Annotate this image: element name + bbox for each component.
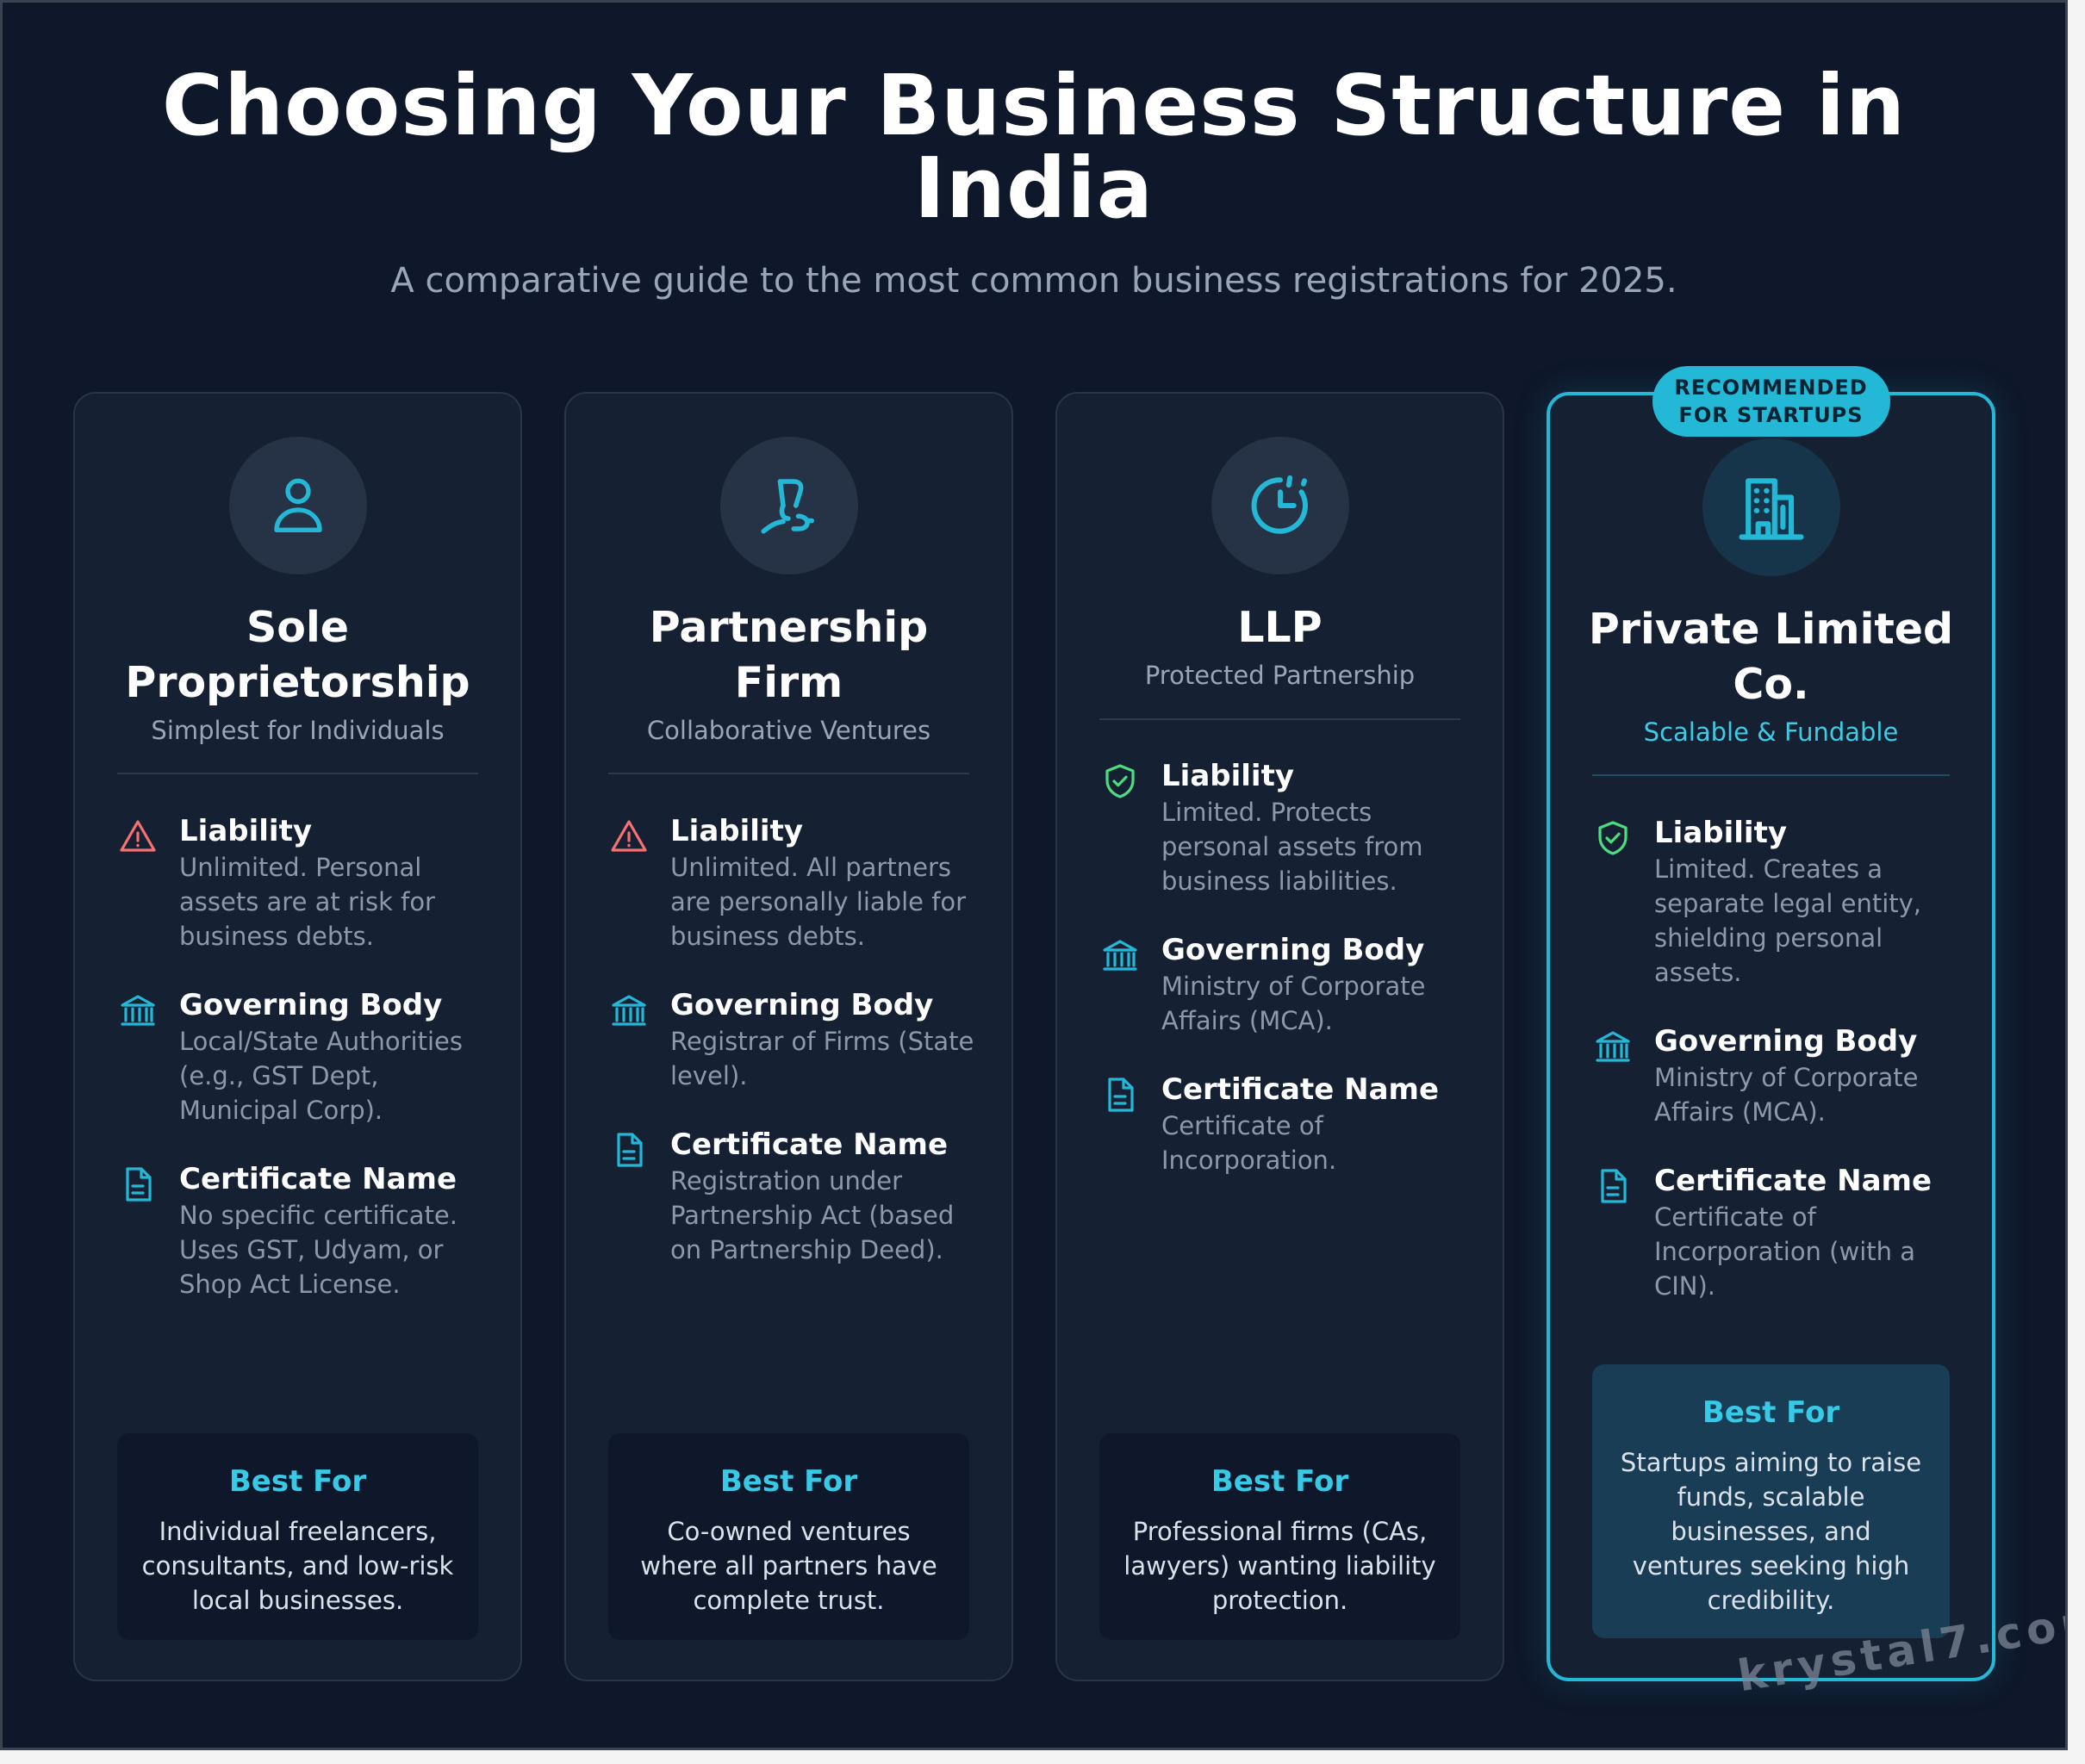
divider: [608, 773, 969, 774]
feature-certificate: Certificate Name Certificate of Incorpor…: [1592, 1162, 1957, 1303]
card-llp: LLP Protected Partnership Liability Limi…: [1055, 392, 1504, 1681]
warning-triangle-icon: [120, 820, 156, 852]
card-tagline: Collaborative Ventures: [646, 716, 931, 745]
feature-governing-body: Governing Body Registrar of Firms (State…: [608, 986, 977, 1093]
best-for-box: Best For Co-owned ventures where all par…: [608, 1433, 969, 1640]
person-icon: [273, 478, 322, 532]
document-icon: [1601, 1169, 1627, 1203]
divider: [117, 773, 478, 774]
bank-icon: [121, 995, 155, 1026]
feature-liability: Liability Limited. Creates a separate le…: [1592, 814, 1957, 990]
shield-check-icon: [1598, 821, 1628, 855]
shield-check-icon: [1105, 764, 1135, 798]
handshake-icon: [760, 479, 814, 534]
card-title: Private Limited Co.: [1588, 605, 1954, 709]
card-private-limited: RECOMMENDED FOR STARTUPS Private Limited…: [1547, 366, 1995, 1681]
bank-icon: [1596, 1031, 1630, 1062]
card-partnership-firm: Partnership Firm Collaborative Ventures …: [564, 392, 1013, 1681]
card-tagline: Simplest for Individuals: [151, 716, 445, 745]
bank-icon: [612, 995, 646, 1026]
feature-certificate: Certificate Name Certificate of Incorpor…: [1099, 1071, 1468, 1177]
feature-certificate: Certificate Name Registration under Part…: [608, 1126, 977, 1267]
page-subtitle: A comparative guide to the most common b…: [390, 261, 1677, 301]
feature-governing-body: Governing Body Local/State Authorities (…: [117, 986, 486, 1127]
feature-governing-body: Governing Body Ministry of Corporate Aff…: [1099, 931, 1468, 1038]
feature-liability: Liability Unlimited. All partners are pe…: [608, 812, 977, 953]
document-icon: [1108, 1078, 1134, 1112]
building-icon: [1738, 478, 1804, 540]
feature-liability: Liability Limited. Protects personal ass…: [1099, 757, 1468, 898]
document-icon: [126, 1167, 152, 1202]
bank-icon: [1103, 940, 1137, 971]
document-icon: [617, 1133, 643, 1167]
card-title: Sole Proprietorship: [125, 603, 470, 707]
page-title: Choosing Your Business Structure in Indi…: [161, 57, 1907, 237]
divider: [1099, 718, 1460, 720]
best-for-box: Best For Individual freelancers, consult…: [117, 1433, 478, 1640]
card-sole-proprietorship: Sole Proprietorship Simplest for Individ…: [73, 392, 522, 1681]
feature-certificate: Certificate Name No specific certificate…: [117, 1160, 486, 1301]
card-title: Partnership Firm: [649, 603, 929, 707]
card-tagline: Scalable & Fundable: [1643, 717, 1899, 747]
best-for-box: Best For Professional firms (CAs, lawyer…: [1099, 1433, 1460, 1640]
warning-triangle-icon: [611, 820, 647, 852]
pie-chart-icon: [1251, 475, 1308, 534]
feature-liability: Liability Unlimited. Personal assets are…: [117, 812, 486, 953]
card-title: LLP: [1237, 603, 1323, 652]
recommended-badge: RECOMMENDED FOR STARTUPS: [1652, 366, 1890, 437]
best-for-box: Best For Startups aiming to raise funds,…: [1592, 1364, 1950, 1638]
divider: [1592, 774, 1950, 776]
card-tagline: Protected Partnership: [1144, 661, 1416, 690]
feature-governing-body: Governing Body Ministry of Corporate Aff…: [1592, 1022, 1957, 1129]
